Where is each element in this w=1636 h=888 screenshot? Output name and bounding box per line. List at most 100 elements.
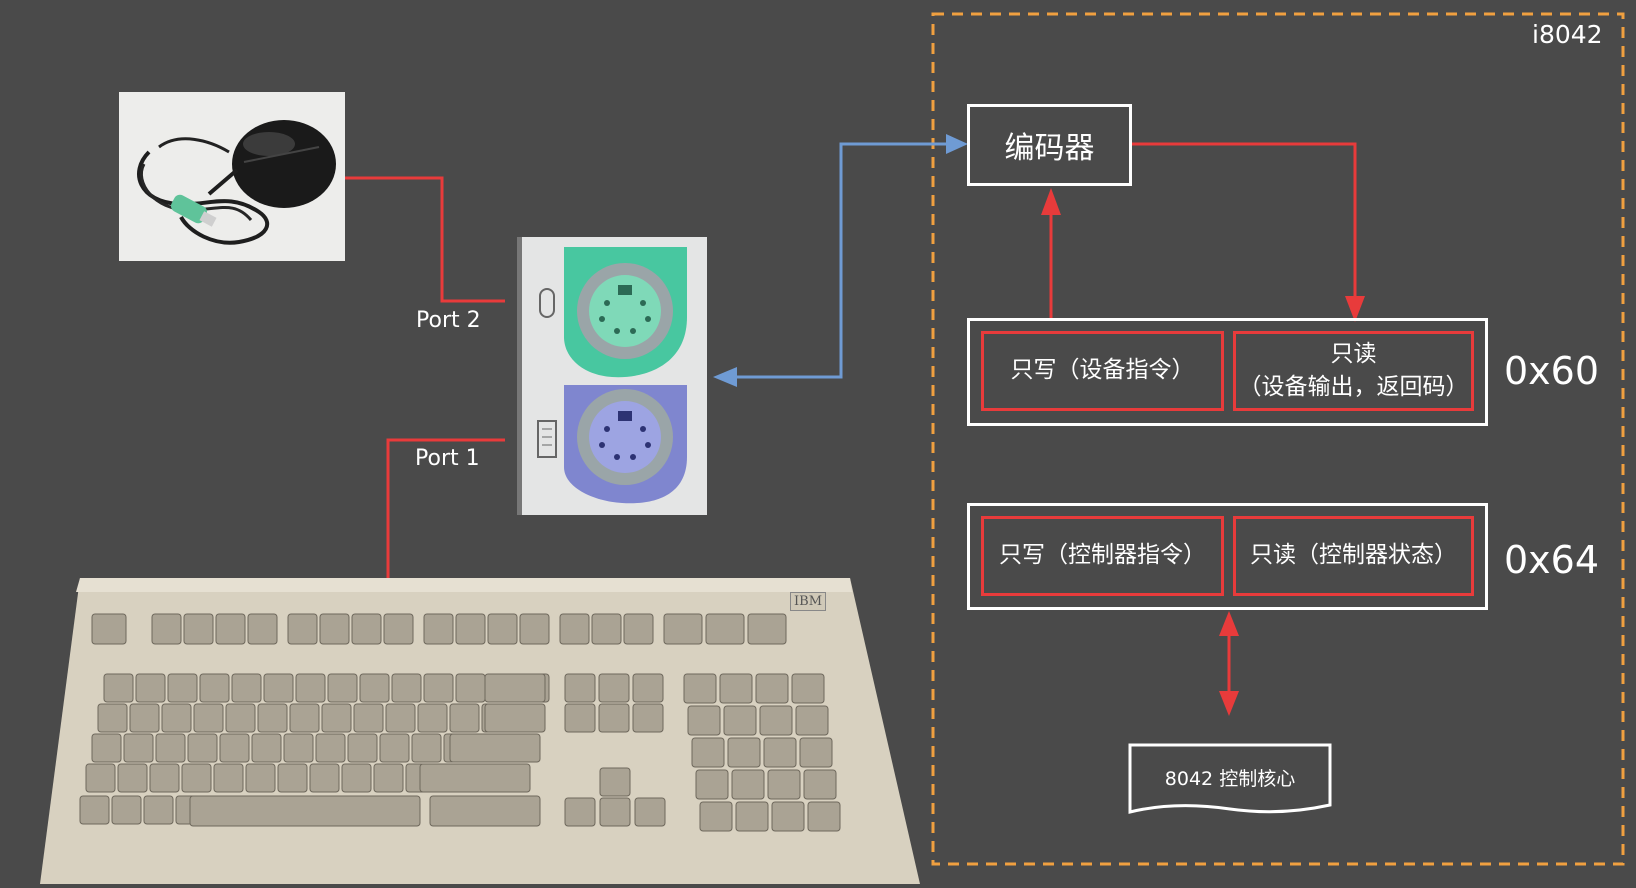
encoder-box: 编码器 (967, 104, 1132, 186)
data-read-label-line2: （设备输出，返回码） (1238, 374, 1469, 400)
keyboard-key (419, 763, 531, 793)
keyboard-key (85, 763, 116, 793)
keyboard-key (135, 673, 166, 703)
keyboard-key (347, 733, 378, 763)
keyboard-key (263, 673, 294, 703)
keyboard-key (663, 613, 703, 645)
status-port-box (967, 503, 1488, 610)
mouse-icon (137, 120, 336, 245)
keyboard-key (719, 673, 753, 704)
keyboard-key (747, 613, 787, 645)
keyboard-key (383, 613, 414, 645)
core-link-up-arrow-icon (1219, 611, 1239, 636)
keyboard-key (319, 613, 350, 645)
keyboard-image: IBM (40, 578, 920, 884)
status-port-address: 0x64 (1504, 538, 1600, 582)
keyboard-key (735, 801, 769, 832)
keyboard-key (79, 795, 110, 825)
keyboard-key (623, 613, 654, 645)
keyboard-key (199, 673, 230, 703)
keyboard-key (289, 703, 320, 733)
keyboard-key (455, 613, 486, 645)
keyboard-key (423, 613, 454, 645)
keyboard-key (795, 705, 829, 736)
keyboard-key (519, 613, 550, 645)
status-read-box: 只读（控制器状态） (1233, 516, 1474, 596)
keyboard-key (683, 673, 717, 704)
keyboard-key (359, 673, 390, 703)
port2-line (345, 176, 505, 303)
keyboard-key (759, 705, 793, 736)
bus-line (730, 142, 955, 379)
keyboard-key (755, 673, 789, 704)
ps2-connectors (537, 247, 687, 504)
status-write-box: 只写（控制器指令） (981, 516, 1224, 596)
keyboard-key (487, 613, 518, 645)
controller-label: i8042 (1532, 20, 1603, 49)
keyboard-key (599, 767, 631, 797)
keyboard-key (559, 613, 590, 645)
data-port-address: 0x60 (1504, 349, 1600, 393)
keyboard-key (103, 673, 134, 703)
keyboard-key (309, 763, 340, 793)
keyboard-key (341, 763, 372, 793)
keyboard-key (117, 763, 148, 793)
keyboard-key (213, 763, 244, 793)
core-document-shape (1128, 743, 1332, 814)
keyboard-key (449, 703, 480, 733)
keyboard-key (723, 705, 757, 736)
data-read-label-line1: 只读 (1330, 340, 1377, 367)
keyboard-key (564, 703, 596, 733)
keyboard-key (598, 673, 630, 703)
core-label: 8042 控制核心 (1164, 768, 1296, 790)
keyboard-key (807, 801, 841, 832)
keyboard-key (591, 613, 622, 645)
keyboard-key (803, 769, 837, 800)
port1-label: Port 1 (415, 446, 480, 471)
keyboard-port-icon (537, 420, 557, 458)
keyboard-key (731, 769, 765, 800)
ps2-ports-image (517, 237, 707, 515)
keyboard-key (91, 733, 122, 763)
keyboard-key (351, 613, 382, 645)
keyboard-key (283, 733, 314, 763)
keyboard-key (353, 703, 384, 733)
encoder-to-read-line (1132, 142, 1357, 306)
keyboard-key (219, 733, 250, 763)
keyboard-key (277, 763, 308, 793)
keyboard-key (763, 737, 797, 768)
keyboard-key (287, 613, 318, 645)
bus-arrow-right-icon (946, 134, 968, 154)
status-read-label: 只读（控制器状态） (1250, 542, 1457, 569)
keyboard-key (189, 795, 421, 827)
keyboard-key (564, 797, 596, 827)
keyboard-key (111, 795, 142, 825)
keyboard-key (231, 673, 262, 703)
keyboard-key (327, 673, 358, 703)
keyboard-key (143, 795, 174, 825)
keyboard-key (183, 613, 214, 645)
data-write-box: 只写（设备指令） (981, 331, 1224, 411)
keyboard-key (155, 733, 186, 763)
data-read-box: 只读 （设备输出，返回码） (1233, 331, 1474, 411)
keyboard-key (129, 703, 160, 733)
keyboard-key (634, 797, 666, 827)
keyboard-icon (40, 578, 920, 884)
keyboard-key (484, 703, 546, 733)
keyboard-key (411, 733, 442, 763)
keyboard-key (423, 673, 454, 703)
keyboard-key (705, 613, 745, 645)
encoder-label: 编码器 (1004, 131, 1095, 166)
data-write-label: 只写（设备指令） (1010, 357, 1195, 384)
keyboard-key (295, 673, 326, 703)
mouse-port-icon (539, 288, 555, 318)
keyboard-key (193, 703, 224, 733)
keyboard-key (385, 703, 416, 733)
keyboard-key (91, 613, 127, 645)
ibm-logo: IBM (790, 592, 826, 611)
keyboard-key (417, 703, 448, 733)
keyboard-key (598, 703, 630, 733)
keyboard-key (321, 703, 352, 733)
